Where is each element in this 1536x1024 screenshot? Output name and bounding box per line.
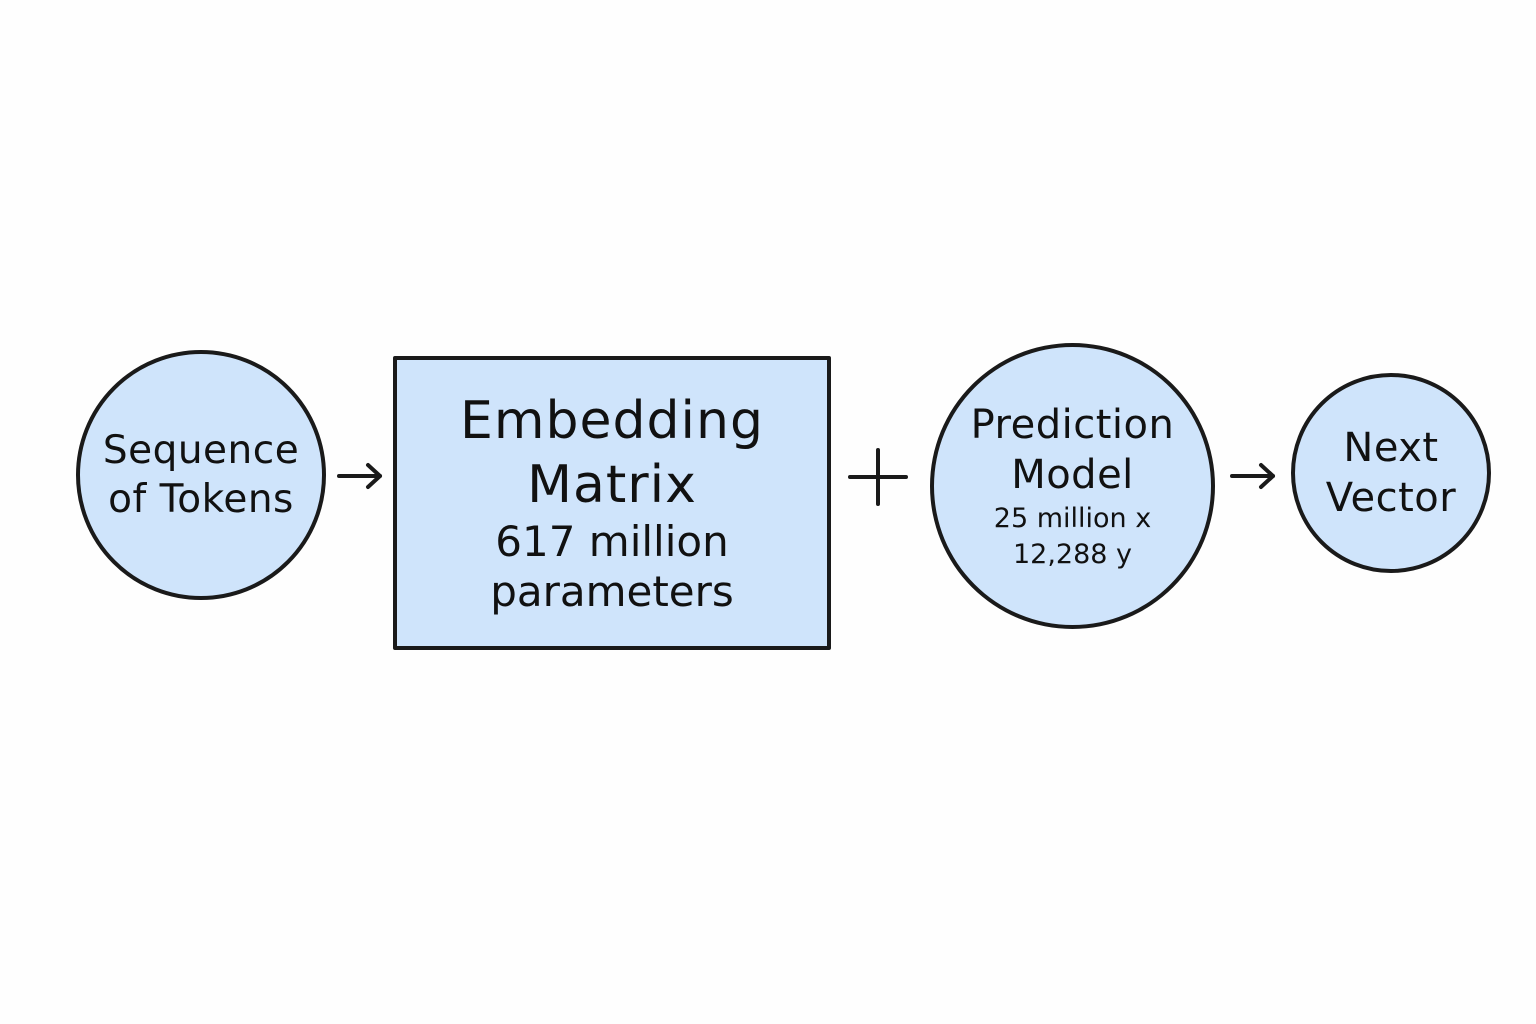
- arrow-right-icon: [337, 463, 382, 489]
- sequence-of-tokens-node: Sequence of Tokens: [76, 350, 326, 600]
- tokens-label-line1: Sequence: [102, 428, 300, 473]
- prediction-model-node: Prediction Model 25 million x 12,288 y: [930, 343, 1215, 629]
- next-label-line1: Next: [1343, 425, 1439, 471]
- embedding-label-line1: Embedding: [460, 391, 764, 451]
- prediction-sub-line1: 25 million x: [993, 503, 1152, 534]
- prediction-label-line1: Prediction: [970, 402, 1175, 448]
- embedding-label-line2: Matrix: [527, 455, 697, 515]
- next-vector-node: Next Vector: [1291, 373, 1491, 573]
- prediction-sub-line2: 12,288 y: [1012, 539, 1133, 570]
- embedding-matrix-node: Embedding Matrix 617 million parameters: [393, 356, 831, 650]
- embedding-sub-line2: parameters: [490, 567, 734, 616]
- tokens-label-line2: of Tokens: [108, 477, 294, 522]
- next-label-line2: Vector: [1325, 475, 1457, 521]
- plus-icon: [848, 448, 908, 506]
- embedding-sub-line1: 617 million: [495, 517, 729, 566]
- arrow-right-icon: [1230, 463, 1275, 489]
- prediction-label-line2: Model: [1011, 452, 1134, 498]
